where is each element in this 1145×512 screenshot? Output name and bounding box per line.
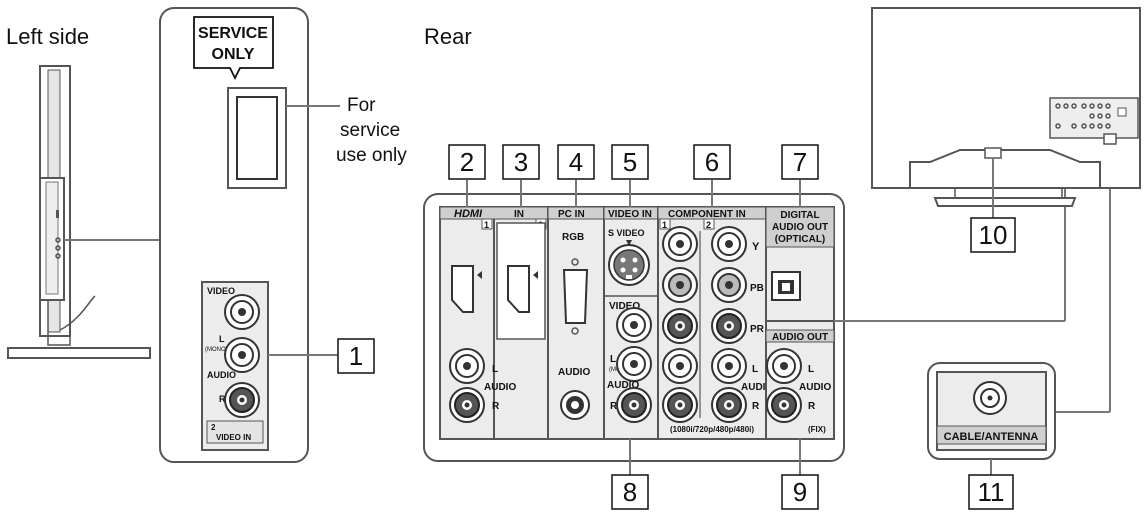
service-tag-line1: SERVICE xyxy=(198,25,268,42)
svg-text:3: 3 xyxy=(514,147,528,177)
svg-text:2: 2 xyxy=(460,147,474,177)
callout-10: 10 xyxy=(970,217,1016,253)
hdmi-port-1 xyxy=(451,265,474,313)
callout-5: 5 xyxy=(611,144,649,180)
svg-text:4: 4 xyxy=(569,147,583,177)
cable-antenna-panel: CABLE/ANTENNA xyxy=(927,362,1056,460)
pc-audio-label: AUDIO xyxy=(558,367,590,378)
comp-port2-num: 2 xyxy=(706,220,711,230)
rgb-label: RGB xyxy=(562,232,584,243)
callout-4: 4 xyxy=(557,144,595,180)
svg-text:9: 9 xyxy=(793,477,807,507)
comp-res-label: (1080i/720p/480p/480i) xyxy=(670,425,754,434)
rear-heading: Rear xyxy=(424,24,472,49)
video-in-header: VIDEO IN xyxy=(608,209,652,220)
audio-out-label: AUDIO OUT xyxy=(772,332,828,343)
service-note-line1: For xyxy=(347,95,376,116)
comp-audio-label: AUDIO xyxy=(741,382,773,393)
service-tag-line2: ONLY xyxy=(212,46,255,63)
audio-out-r-label: R xyxy=(808,401,816,412)
video-label: VIDEO xyxy=(609,301,640,312)
callout-6: 6 xyxy=(693,144,731,180)
svg-text:6: 6 xyxy=(705,147,719,177)
optical-port xyxy=(771,271,801,301)
vga-port xyxy=(562,269,589,324)
comp-pr-label: PR xyxy=(750,324,765,335)
hdmi-in-label: IN xyxy=(514,209,524,220)
side-mono-label: (MONO) xyxy=(205,347,228,353)
digital-out-line2: AUDIO OUT xyxy=(772,222,828,233)
side-audio-label: AUDIO xyxy=(207,370,236,380)
audio-out-audio-label: AUDIO xyxy=(799,382,831,393)
callout-11: 11 xyxy=(968,474,1014,510)
pc-in-label: PC IN xyxy=(558,209,585,220)
comp-port1-num: 1 xyxy=(662,220,667,230)
video-l-label: L xyxy=(610,354,616,365)
component-in-label: COMPONENT IN xyxy=(668,209,746,220)
svg-text:5: 5 xyxy=(623,147,637,177)
comp-pb-label: PB xyxy=(750,283,764,294)
side-num-label: 2 xyxy=(211,423,216,432)
svg-text:1: 1 xyxy=(349,341,363,371)
left-side-heading: Left side xyxy=(6,24,89,49)
hdmi-port-2 xyxy=(507,265,530,313)
callout-7: 7 xyxy=(781,144,819,180)
service-note-line3: use only xyxy=(336,145,407,166)
digital-out-line3: (OPTICAL) xyxy=(775,234,826,245)
service-port xyxy=(236,96,278,180)
tv-rear-view xyxy=(871,7,1141,207)
callout-3: 3 xyxy=(502,144,540,180)
side-l-label: L xyxy=(219,334,225,344)
hdmi-logo: HDMI xyxy=(454,208,483,220)
video-r-label: R xyxy=(610,401,618,412)
side-video-in-label: VIDEO IN xyxy=(216,433,251,442)
comp-l-label: L xyxy=(752,364,758,375)
s-video-label: S VIDEO xyxy=(608,228,645,238)
svg-text:8: 8 xyxy=(623,477,637,507)
digital-out-line1: DIGITAL xyxy=(780,210,819,221)
tv-side-view xyxy=(7,65,151,359)
side-r-label: R xyxy=(219,394,226,404)
audio-out-l-label: L xyxy=(808,364,814,375)
comp-y-label: Y xyxy=(752,241,760,253)
service-note-line2: service xyxy=(340,120,400,141)
callout-8: 8 xyxy=(611,474,649,510)
callout-1: 1 xyxy=(337,338,375,374)
video-audio-label: AUDIO xyxy=(607,380,639,391)
svg-text:7: 7 xyxy=(793,147,807,177)
svg-text:11: 11 xyxy=(978,477,1005,507)
callout-2: 2 xyxy=(448,144,486,180)
hdmi-l-label: L xyxy=(492,364,498,375)
rear-panel: HDMI IN 1 2 L AUDIO R PC IN RGB AUDIO xyxy=(423,193,845,462)
s-video-jack xyxy=(608,244,650,286)
side-video-label: VIDEO xyxy=(207,286,235,296)
hdmi-audio-label: AUDIO xyxy=(484,382,516,393)
callout-9: 9 xyxy=(781,474,819,510)
svg-text:10: 10 xyxy=(979,220,1008,250)
comp-r-label: R xyxy=(752,401,760,412)
audio-out-fix-label: (FIX) xyxy=(808,425,826,434)
hdmi-r-label: R xyxy=(492,401,500,412)
pc-audio-jack xyxy=(560,390,590,420)
hdmi-port1-num: 1 xyxy=(484,220,489,230)
side-panel: SERVICE ONLY VIDEO L (MONO) AUDIO R 2 VI… xyxy=(159,7,309,463)
cable-antenna-label: CABLE/ANTENNA xyxy=(944,431,1039,443)
